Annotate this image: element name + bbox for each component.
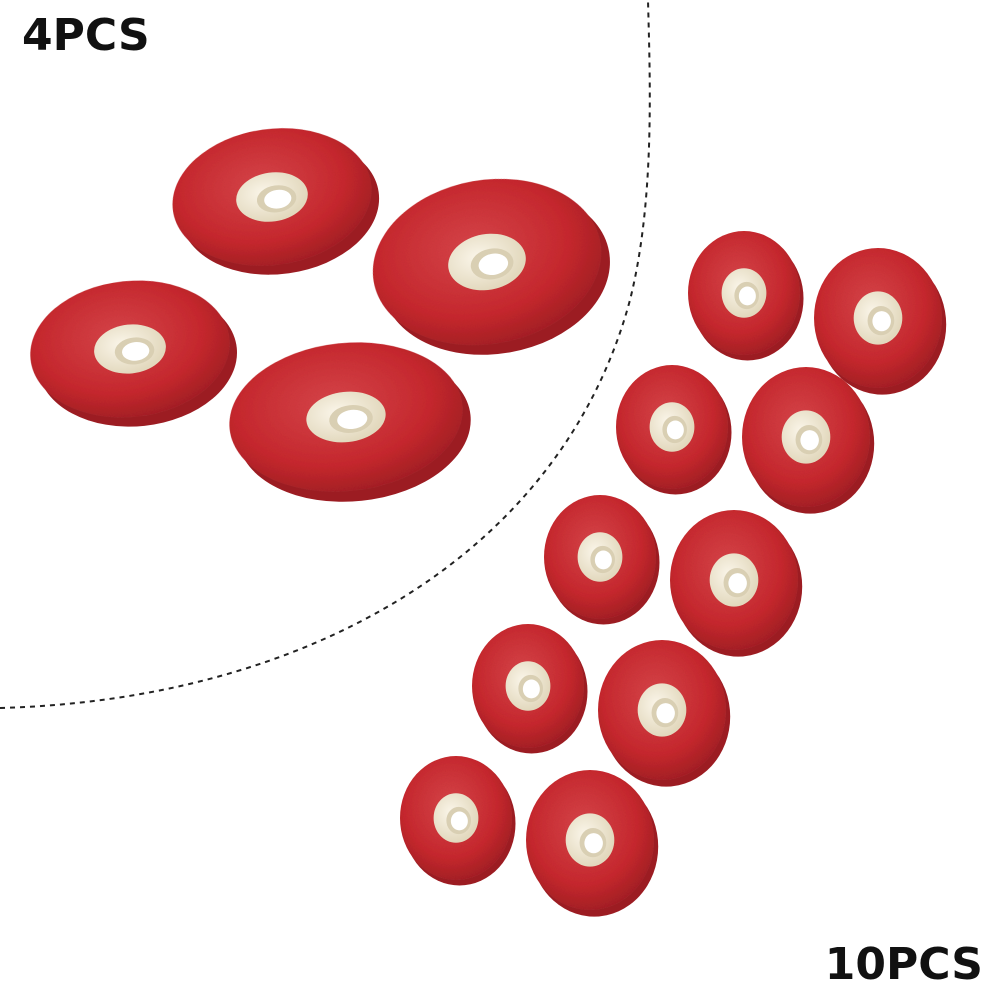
wheel-center-hole xyxy=(450,811,468,831)
wheel-center-hole xyxy=(656,703,675,724)
polishing-wheel-icon xyxy=(526,770,659,917)
polishing-wheel-icon xyxy=(742,367,875,514)
polishing-wheel-icon xyxy=(30,280,238,427)
polishing-wheel-icon xyxy=(688,231,804,361)
polishing-wheel-icon xyxy=(229,342,471,502)
polishing-wheel-icon xyxy=(400,756,516,886)
wheel-center-hole xyxy=(122,341,150,361)
quantity-label-4pcs: 4PCS xyxy=(22,10,150,61)
polishing-wheel-icon xyxy=(814,248,947,395)
wheel-center-hole xyxy=(337,409,368,430)
wheel-group xyxy=(30,128,947,917)
polishing-wheel-icon xyxy=(544,495,660,625)
wheel-center-hole xyxy=(522,679,540,699)
wheel-center-hole xyxy=(728,573,747,594)
polishing-wheel-icon xyxy=(372,178,610,355)
wheel-center-hole xyxy=(800,430,819,451)
polishing-wheel-icon xyxy=(172,128,380,275)
divider-arc xyxy=(0,0,651,709)
wheel-center-hole xyxy=(738,286,756,306)
wheel-center-hole xyxy=(478,253,509,276)
wheel-center-hole xyxy=(666,420,684,440)
wheel-center-hole xyxy=(594,550,612,570)
wheel-center-hole xyxy=(872,311,891,332)
polishing-wheel-icon xyxy=(616,365,732,495)
quantity-label-10pcs: 10PCS xyxy=(824,939,983,990)
polishing-wheel-icon xyxy=(670,510,803,657)
polishing-wheel-icon xyxy=(472,624,588,754)
polishing-wheel-icon xyxy=(598,640,731,787)
wheel-center-hole xyxy=(264,189,292,209)
wheel-center-hole xyxy=(584,833,603,854)
